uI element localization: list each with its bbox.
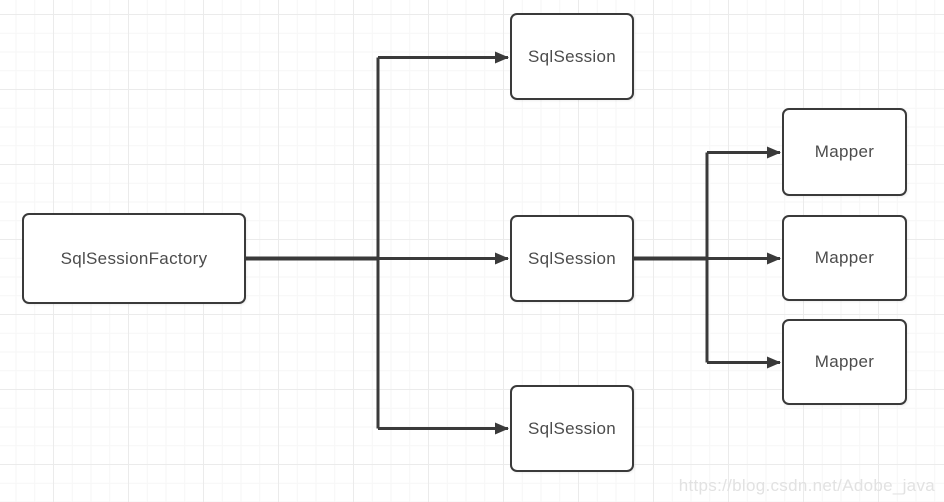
node-label: SqlSession bbox=[527, 418, 617, 438]
node-label: Mapper bbox=[814, 142, 875, 161]
node-label: SqlSession bbox=[527, 248, 617, 268]
node-label: Mapper bbox=[814, 352, 875, 371]
node-sqlsession-bottom: SqlSession bbox=[510, 385, 634, 472]
node-label: SqlSessionFactory bbox=[60, 248, 208, 268]
node-sqlsessionfactory: SqlSessionFactory bbox=[22, 213, 246, 304]
watermark-url: https://blog.csdn.net/Adobe_java bbox=[678, 476, 935, 495]
node-mapper-middle: Mapper bbox=[782, 215, 907, 301]
node-label: Mapper bbox=[814, 248, 875, 267]
node-sqlsession-middle: SqlSession bbox=[510, 215, 634, 302]
node-sqlsession-top: SqlSession bbox=[510, 13, 634, 100]
node-mapper-top: Mapper bbox=[782, 108, 907, 196]
node-label: SqlSession bbox=[527, 46, 617, 66]
node-mapper-bottom: Mapper bbox=[782, 319, 907, 405]
